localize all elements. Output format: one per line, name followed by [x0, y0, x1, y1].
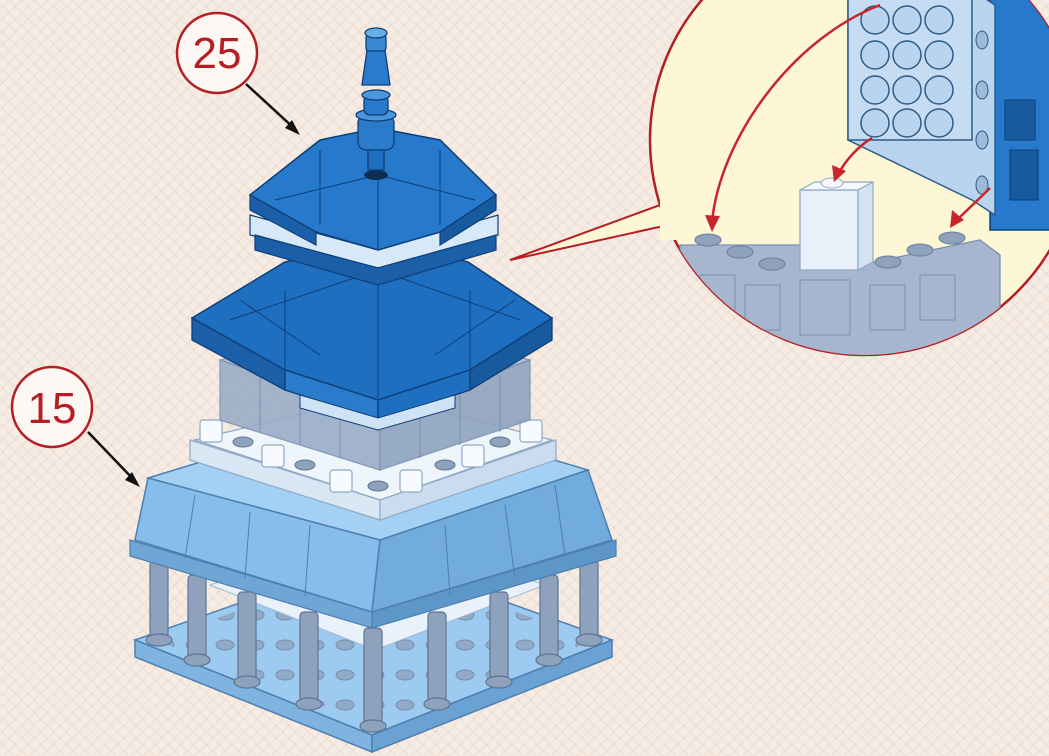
detail-bubble: [510, 0, 1049, 360]
callout-25: 25: [177, 13, 300, 135]
callout-15: 15: [12, 367, 140, 487]
callout-25-label: 25: [193, 29, 242, 78]
roof-spire: [356, 28, 396, 170]
callout-15-label: 15: [28, 384, 77, 433]
pagoda-roof: [192, 28, 552, 430]
detail-white-brick: [800, 178, 873, 270]
